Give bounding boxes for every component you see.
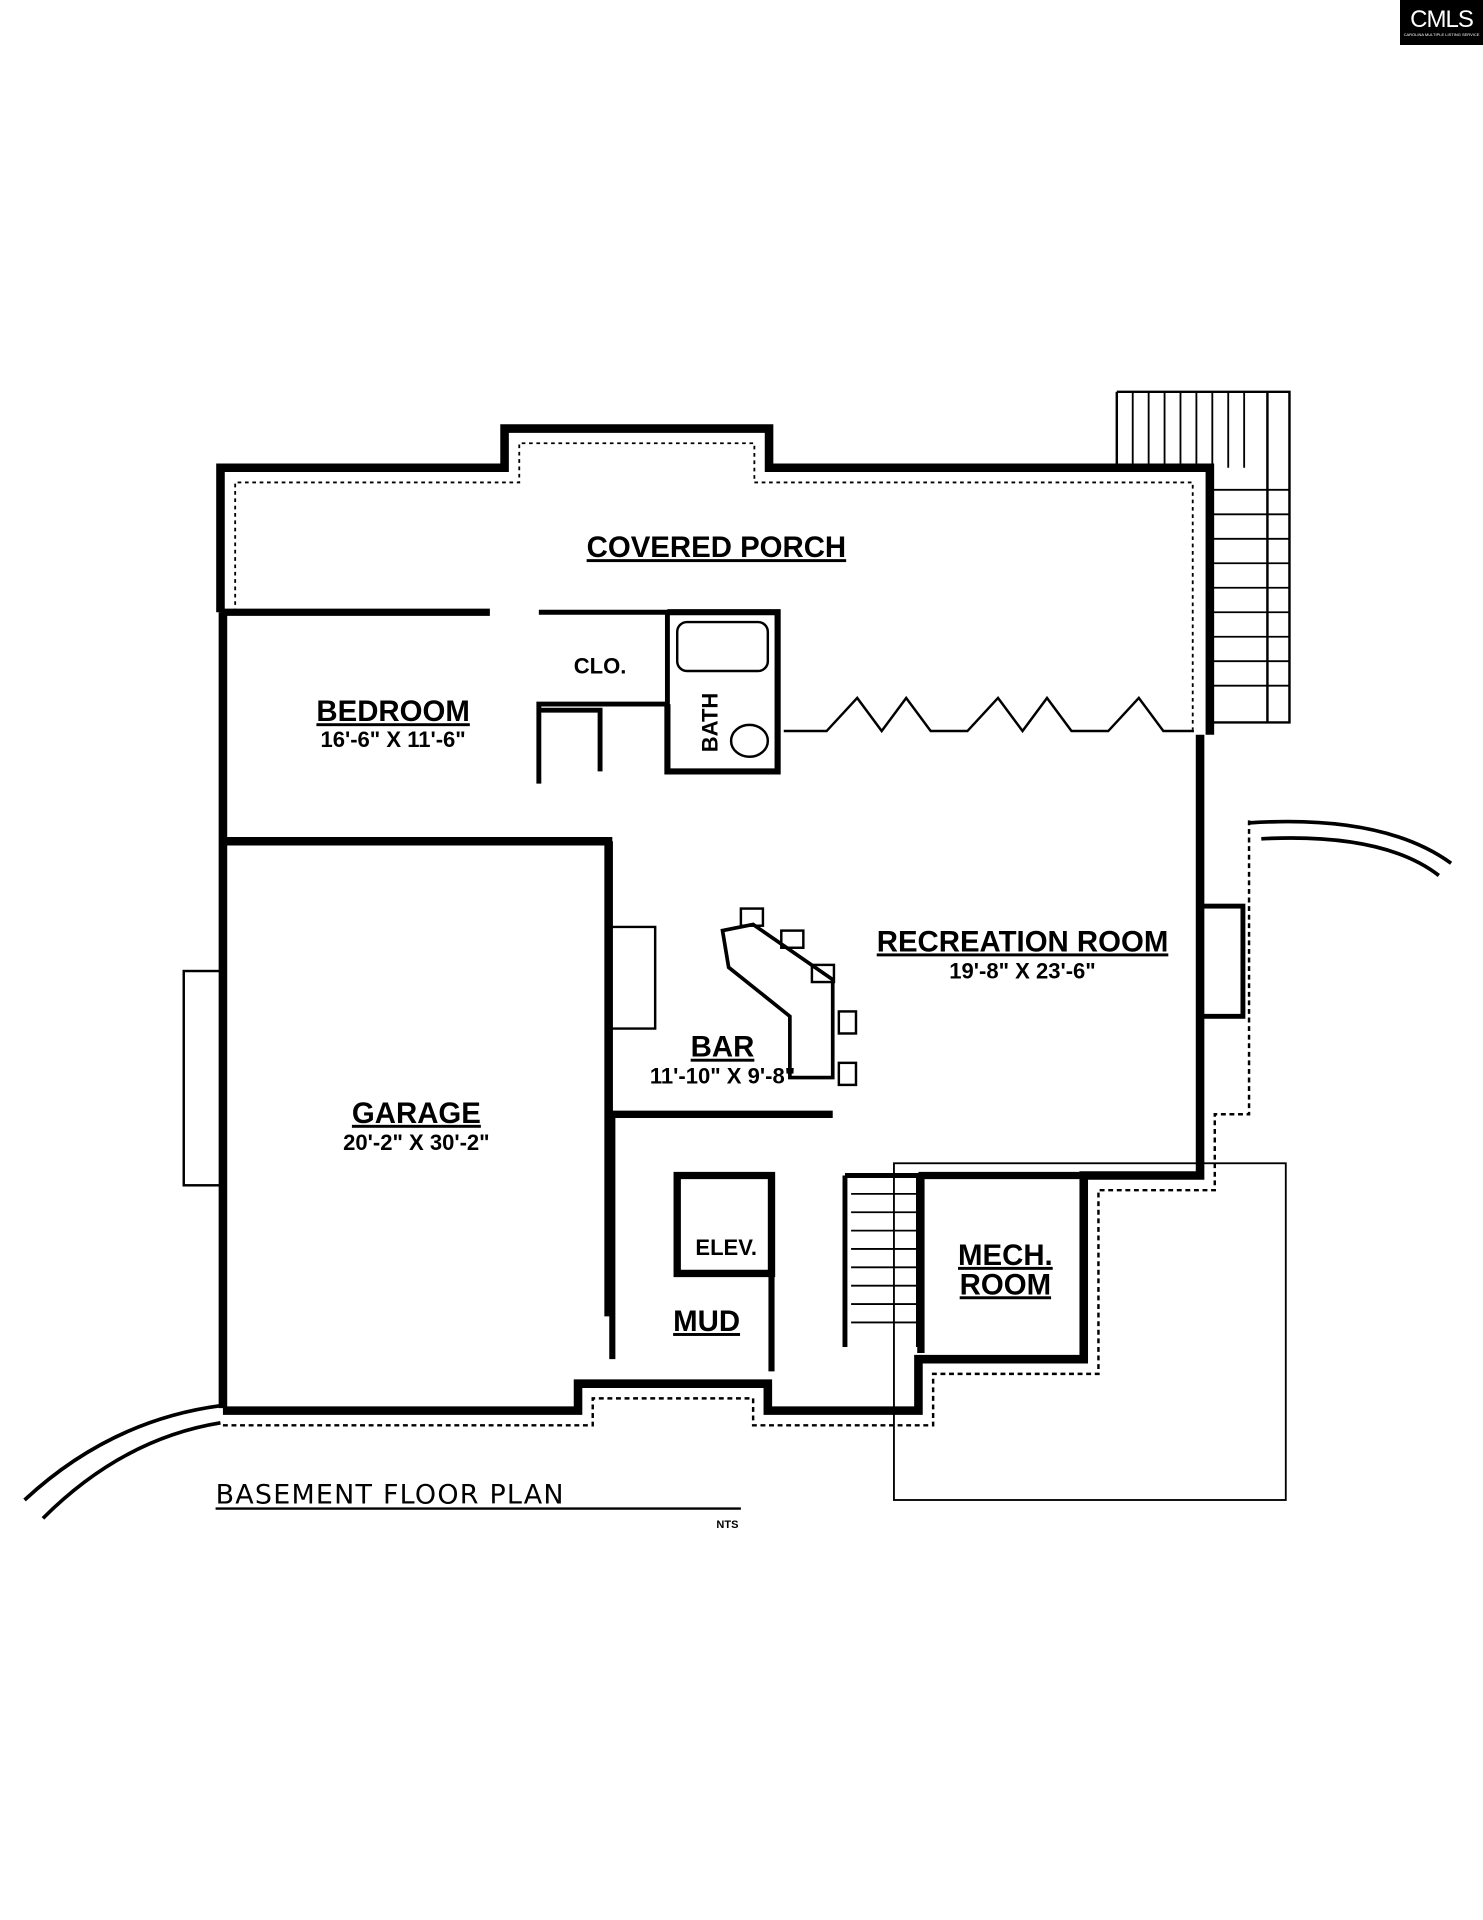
interior-stairs [842,1173,921,1347]
room-dims-recreation-room: 19'-8" X 23'-6" [949,958,1096,983]
folding-doors [783,695,1194,734]
room-name-recreation-room: RECREATION ROOM [877,925,1169,958]
stair-treads [1131,391,1290,687]
bar-counter [612,925,657,1030]
room-name-mud: MUD [673,1305,740,1338]
plan-title: BASEMENT FLOOR PLAN [216,1480,565,1511]
mech-room-walls [917,1171,1084,1354]
sink [729,723,770,758]
cmls-logo: CMLS CAROLINA MULTIPLE LISTING SERVICE [1400,0,1483,45]
bottom-exterior-wall [222,734,1205,1415]
garage-window [182,969,222,1187]
room-name-bath: BATH [698,693,723,753]
room-name-bar: BAR [691,1031,755,1064]
left-curved-walk [23,1403,221,1520]
exterior-stairs [1115,390,1291,724]
porch-inner-line [234,442,1194,730]
porch-outer-wall [216,424,1215,735]
room-name-mech: MECH. [958,1239,1053,1272]
room-name-mech-room: ROOM [960,1268,1051,1301]
room-name-garage: GARAGE [352,1097,481,1130]
room-dims-garage: 20'-2" X 30'-2" [343,1130,490,1155]
fireplace [1197,903,1246,1019]
logo-subtext: CAROLINA MULTIPLE LISTING SERVICE [1403,32,1480,37]
logo-text: CMLS [1410,6,1474,33]
bath-walls [664,609,781,775]
bathtub [675,620,770,673]
right-curved-walk [1248,819,1453,877]
room-name-elevator: ELEV. [695,1235,757,1260]
room-dims-bedroom: 16'-6" X 11'-6" [320,727,465,752]
room-labels: COVERED PORCH BEDROOM 16'-6" X 11'-6" CL… [316,531,1168,1338]
room-name-covered-porch: COVERED PORCH [587,531,847,564]
scale-note: NTS [716,1519,738,1531]
room-name-closet: CLO. [574,653,627,678]
mud-walls [609,1114,775,1372]
room-dims-bar: 11'-10" X 9'-8" [650,1064,795,1089]
patio-outline [893,1162,1287,1501]
closet-walls [536,609,670,784]
walls [23,390,1453,1520]
interior-stair-treads [851,1192,916,1324]
bar-island [720,922,835,1080]
foundation-line [222,820,1251,1427]
bar-stools [739,907,858,1087]
room-name-bedroom: BEDROOM [316,695,469,728]
